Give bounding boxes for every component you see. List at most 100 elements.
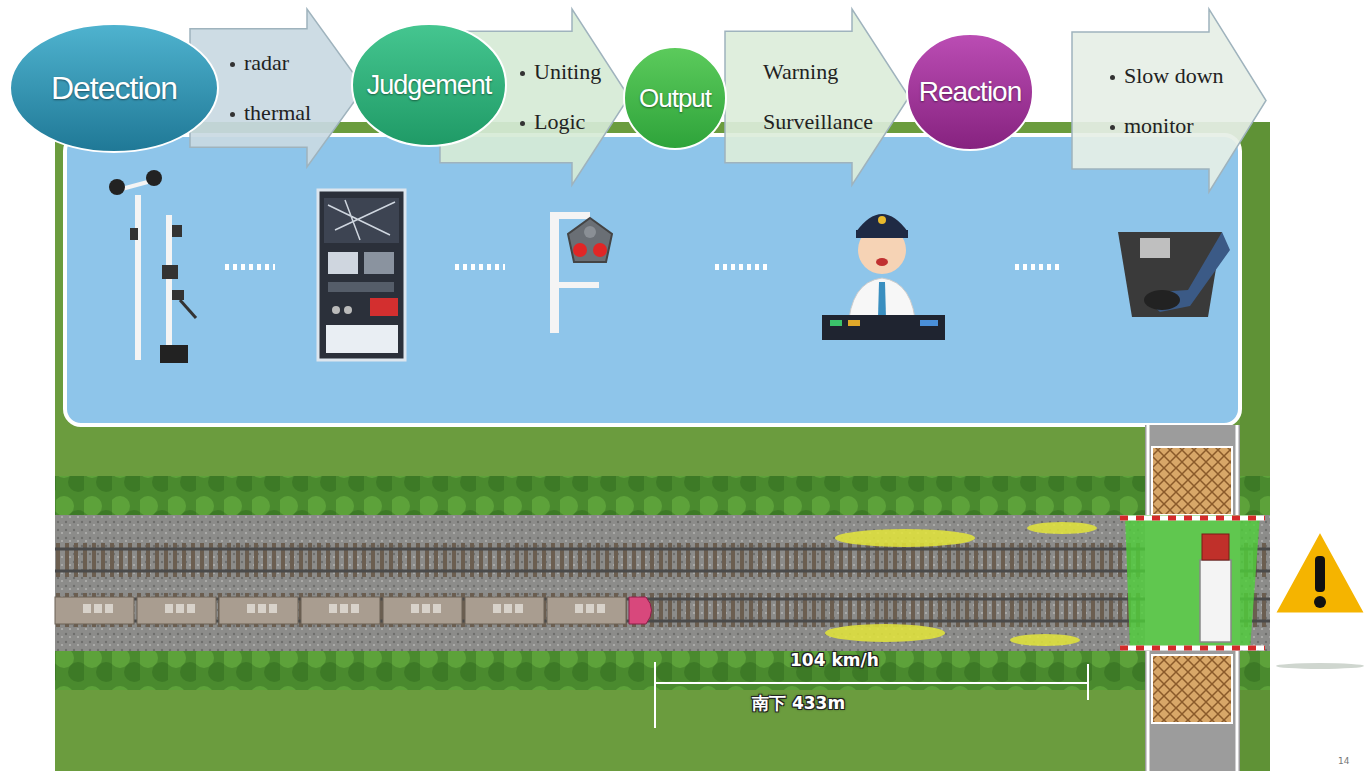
scene-stroke — [1120, 516, 1265, 521]
scene-stroke — [822, 315, 945, 340]
brake-pedal-icon — [1118, 232, 1230, 317]
scene-stroke — [247, 604, 255, 613]
scene-stroke — [559, 282, 599, 288]
bullet-dot — [1110, 125, 1115, 130]
scene-stroke — [550, 215, 559, 333]
scene-stroke — [584, 226, 596, 238]
equipment-panel — [65, 135, 1240, 425]
scene-stroke — [55, 548, 1270, 551]
scene-stroke — [568, 218, 612, 262]
bullet-dot — [230, 62, 235, 67]
scene-stroke — [455, 264, 505, 270]
step-item: monitor — [1110, 113, 1267, 139]
step-item: Warning — [763, 59, 910, 85]
scene-stroke — [550, 212, 590, 219]
scene-stroke — [715, 264, 770, 270]
scene-stroke — [324, 198, 399, 243]
scene-stroke — [411, 604, 419, 613]
item-text: Logic — [534, 109, 585, 134]
scene-stroke — [105, 604, 113, 613]
logic-cabinet-icon — [318, 190, 405, 360]
scene-stroke — [370, 298, 398, 316]
scene-stroke — [165, 604, 173, 613]
scene-stroke — [655, 682, 1088, 684]
scene-stroke — [1087, 664, 1089, 700]
scene-stroke — [332, 306, 340, 314]
scene-stroke — [1120, 516, 1265, 521]
ellipse-outline — [352, 24, 506, 146]
scene-stroke — [593, 243, 607, 257]
operator-icon — [822, 214, 945, 340]
scene-stroke — [328, 282, 394, 292]
step-item: Slow down — [1110, 63, 1267, 89]
scene-stroke — [340, 604, 348, 613]
item-text: Uniting — [534, 59, 601, 84]
item-text: radar — [244, 50, 289, 75]
stage-title: Judgement — [367, 70, 492, 101]
hedge-rows — [55, 476, 1270, 690]
stage-title: Detection — [51, 70, 177, 107]
scene-stroke — [258, 604, 266, 613]
rails — [55, 543, 1270, 627]
scene-stroke — [55, 593, 1270, 627]
arrow-shape — [725, 8, 910, 186]
step-arrow: WarningSurveillance — [725, 8, 910, 186]
train — [55, 597, 652, 624]
bullet-dot — [520, 121, 525, 126]
arrow-outline — [1072, 9, 1266, 192]
arrow-outline — [190, 9, 364, 167]
scene-stroke — [1125, 515, 1260, 650]
scene-stroke — [172, 290, 184, 300]
scene-stroke — [1015, 264, 1062, 270]
node-content: WarningSurveillance — [725, 8, 910, 186]
node-content: Detection — [8, 22, 220, 154]
scene-stroke — [493, 604, 501, 613]
scene-stroke — [1010, 634, 1080, 646]
scene-stroke — [515, 604, 523, 613]
scene-stroke — [629, 597, 652, 624]
scene-stroke — [383, 597, 462, 624]
track-bed — [55, 515, 1270, 651]
scene-stroke — [433, 604, 441, 613]
scene-stroke — [920, 320, 938, 326]
bullet-dot — [230, 112, 235, 117]
stage-name: Output — [639, 83, 711, 113]
scene-stroke — [1027, 522, 1097, 534]
scene-stroke — [465, 597, 544, 624]
scene-stroke — [55, 597, 134, 624]
scene-stroke — [83, 604, 91, 613]
page-number: 14 — [1338, 756, 1349, 766]
scene-stroke — [187, 604, 195, 613]
scene-stroke — [166, 215, 172, 345]
arrow-outline — [725, 9, 909, 185]
scene-stroke — [180, 300, 196, 318]
scene-stroke — [130, 228, 138, 240]
scene-stroke — [1120, 646, 1265, 651]
node-content: Output — [622, 45, 728, 151]
item-text: Slow down — [1124, 63, 1224, 88]
scene-stroke — [225, 264, 275, 270]
scene-stroke — [135, 195, 141, 360]
step-item: Surveillance — [763, 109, 910, 135]
signal-icon — [550, 212, 612, 333]
scene-stroke — [876, 258, 888, 266]
scene-stroke — [172, 225, 182, 237]
scene-stroke — [109, 179, 125, 195]
scene-stroke — [1152, 655, 1232, 723]
scene-stroke — [547, 597, 626, 624]
item-text: Warning — [763, 59, 838, 84]
scene-stroke — [301, 597, 380, 624]
scene-stroke — [1144, 290, 1180, 310]
scene-stroke — [94, 604, 102, 613]
scene-stroke — [1152, 447, 1232, 515]
ellipse-outline — [624, 47, 726, 149]
scene-stroke — [586, 604, 594, 613]
scene-stroke — [55, 543, 1270, 577]
ellipse-outline — [10, 24, 218, 152]
warning-sign — [1274, 530, 1366, 669]
bullet-dot — [520, 71, 525, 76]
stage-ellipse: Reaction — [905, 32, 1035, 152]
scene-stroke — [1202, 534, 1229, 560]
step-item: radar — [230, 50, 365, 76]
